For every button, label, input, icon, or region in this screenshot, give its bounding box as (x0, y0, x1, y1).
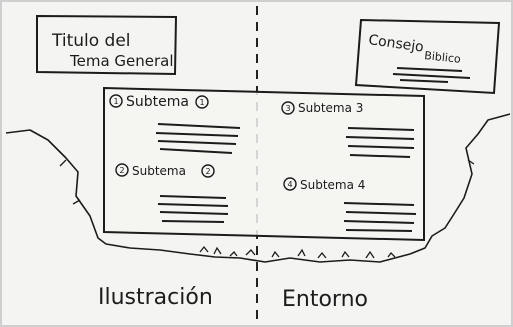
subtopic-1-suffix-number: 1 (199, 98, 204, 107)
subtopic-4-label: Subtema 4 (300, 178, 365, 192)
caption-illustration: Ilustración (98, 285, 213, 310)
title-line-1: Titulo del (51, 31, 131, 51)
subtopic-3-label: Subtema 3 (298, 101, 363, 115)
subtopic-2-suffix-number: 2 (205, 167, 210, 176)
text-line (159, 211, 229, 215)
text-line (347, 127, 415, 131)
text-line (157, 203, 229, 207)
text-line (159, 148, 233, 154)
subtopic-3-marker-number: 3 (285, 104, 290, 113)
text-line (345, 229, 413, 232)
subtopic-3-marker (281, 101, 295, 115)
title-box-frame (36, 14, 178, 76)
text-line (159, 195, 227, 199)
subtopic-2-label: Subtema (132, 164, 186, 178)
text-line (343, 202, 415, 206)
quote-text-line (396, 67, 463, 72)
subtopic-2: 2 Subtema 2 (115, 163, 229, 223)
quote-line-1: Consejo (367, 32, 424, 56)
horizon-clutter (59, 159, 475, 259)
text-line (157, 123, 241, 129)
title-box: Titulo del Tema General (36, 14, 178, 76)
text-line (343, 220, 415, 224)
subtopic-2-marker-number: 2 (119, 166, 124, 175)
quote-line-2: Biblico (424, 49, 462, 66)
quote-box-frame (354, 18, 501, 95)
title-line-2: Tema General (69, 52, 174, 70)
subtopic-1-marker-number: 1 (113, 97, 118, 106)
text-line (349, 154, 411, 158)
quote-text-line (392, 73, 471, 79)
subtopic-4: 4 Subtema 4 (283, 177, 417, 232)
text-line (155, 132, 239, 137)
subtopic-2-marker (115, 163, 129, 177)
quote-text-line (399, 79, 449, 83)
subtopic-1: 1 Subtema 1 (109, 94, 241, 154)
subtopic-3: 3 Subtema 3 (281, 101, 415, 158)
text-line (347, 145, 415, 149)
subtopic-2-suffix-marker (201, 164, 215, 178)
caption-environment: Entorno (282, 287, 368, 312)
horizon-line (5, 113, 511, 263)
text-line (161, 220, 225, 223)
subtopic-1-marker (109, 94, 123, 108)
quote-box: Consejo Biblico (354, 18, 501, 95)
subtopic-1-suffix-marker (195, 95, 209, 109)
subtopic-4-marker-number: 4 (287, 180, 292, 189)
text-line (157, 140, 237, 145)
text-line (345, 136, 415, 140)
text-line (345, 211, 417, 215)
subtopic-1-label: Subtema (126, 94, 189, 110)
subtopic-4-marker (283, 177, 297, 191)
